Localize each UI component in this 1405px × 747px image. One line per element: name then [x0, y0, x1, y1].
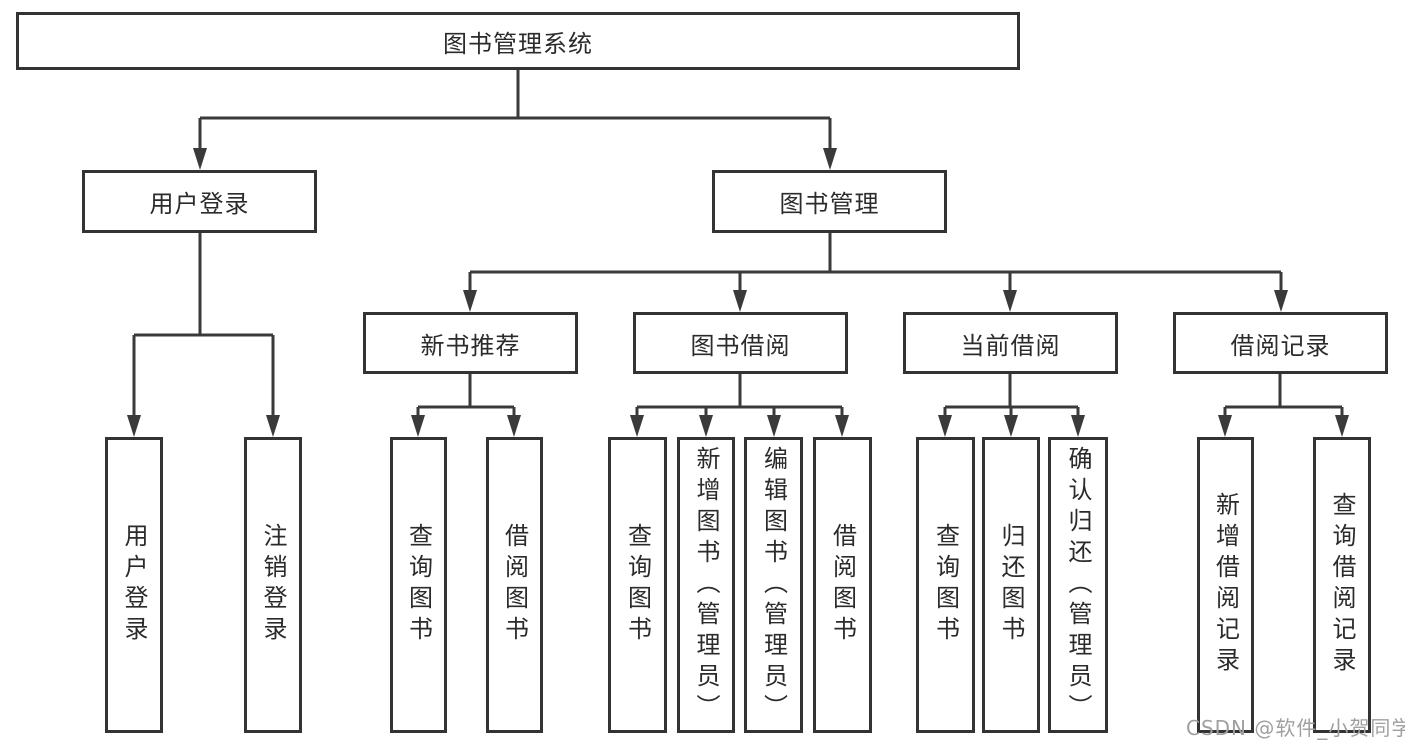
node-br-query-record-label: 查询借阅记录: [1328, 492, 1356, 678]
node-bb-query-books: 查询图书: [608, 437, 667, 733]
node-current-borrowing: 当前借阅: [903, 312, 1118, 374]
node-book-management: 图书管理: [712, 170, 947, 233]
node-logout-leaf-label: 注销登录: [259, 523, 287, 647]
node-nbr-query-books: 查询图书: [390, 437, 447, 733]
node-user-login-label: 用户登录: [149, 190, 250, 218]
node-cb-return-books: 归还图书: [982, 437, 1040, 733]
node-cb-confirm-return-admin-label: 确认归还（管理员）: [1064, 445, 1092, 725]
node-cb-query-books: 查询图书: [916, 437, 975, 733]
node-new-book-recommend: 新书推荐: [363, 312, 578, 374]
node-bb-query-books-label: 查询图书: [623, 523, 652, 647]
node-bb-edit-books-admin: 编辑图书（管理员）: [744, 437, 803, 733]
node-bb-borrow-books-label: 借阅图书: [828, 523, 857, 647]
node-user-login: 用户登录: [82, 170, 317, 233]
node-bb-add-books-admin: 新增图书（管理员）: [677, 437, 735, 733]
node-system: 图书管理系统: [16, 12, 1020, 70]
node-user-login-leaf-label: 用户登录: [120, 523, 148, 647]
node-br-add-record: 新增借阅记录: [1197, 437, 1254, 733]
node-nbr-borrow-books-label: 借阅图书: [500, 523, 529, 647]
node-cb-return-books-label: 归还图书: [997, 523, 1025, 647]
node-system-label: 图书管理系统: [443, 29, 593, 58]
csdn-watermark: CSDN @软件_小贺同学: [1186, 716, 1405, 740]
node-nbr-borrow-books: 借阅图书: [486, 437, 543, 733]
node-nbr-query-books-label: 查询图书: [404, 523, 433, 647]
node-user-login-leaf: 用户登录: [105, 437, 163, 733]
node-logout-leaf: 注销登录: [244, 437, 302, 733]
node-cb-query-books-label: 查询图书: [931, 523, 960, 647]
connector-line: [132, 70, 1344, 417]
node-borrowing-records-label: 借阅记录: [1230, 331, 1331, 360]
node-br-add-record-label: 新增借阅记录: [1211, 492, 1240, 678]
node-book-borrowing-label: 图书借阅: [690, 331, 791, 360]
node-br-query-record: 查询借阅记录: [1313, 437, 1371, 733]
node-bb-edit-books-admin-label: 编辑图书（管理员）: [759, 445, 788, 725]
node-borrowing-records: 借阅记录: [1173, 312, 1388, 374]
arrowhead-icon: [127, 148, 1349, 437]
node-bb-borrow-books: 借阅图书: [813, 437, 872, 733]
node-current-borrowing-label: 当前借阅: [960, 331, 1061, 360]
node-bb-add-books-admin-label: 新增图书（管理员）: [692, 445, 720, 725]
node-cb-confirm-return-admin: 确认归还（管理员）: [1048, 437, 1108, 733]
node-book-management-label: 图书管理: [779, 190, 880, 218]
node-new-book-recommend-label: 新书推荐: [420, 331, 521, 360]
node-book-borrowing: 图书借阅: [633, 312, 848, 374]
